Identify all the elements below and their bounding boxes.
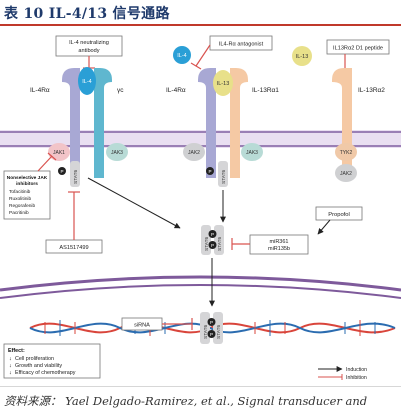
jak-inhibitors-title-1: Nonselective JAK <box>7 175 48 181</box>
jak3-left: JAK3 <box>106 143 128 161</box>
legend-induction: Induction <box>346 367 367 373</box>
legend: Induction Inhibition <box>318 366 367 381</box>
type1-receptor-complex: IL-4 <box>62 67 112 178</box>
jak1-left: JAK1 <box>48 143 70 161</box>
nuclear-envelope <box>0 275 401 299</box>
svg-text:P: P <box>211 232 214 237</box>
il4ra-left-label: IL-4Rα <box>30 87 50 94</box>
svg-text:JAK3: JAK3 <box>246 150 258 156</box>
svg-text:JAK2: JAK2 <box>188 150 200 156</box>
il13ra2-peptide-label: IL13Rα2 D1 peptide <box>333 46 383 52</box>
il4ra-antagonist-label: IL4-Rα antagonist <box>219 42 264 48</box>
il4-neutralizing-antibody-box: IL-4 neutralizing antibody <box>55 35 123 57</box>
stat6-left-docked: STAT6 P <box>58 161 80 187</box>
jak3-mid: JAK3 <box>241 143 263 161</box>
svg-text:STAT6: STAT6 <box>203 324 209 339</box>
il13ra2-peptide-box: IL13Rα2 D1 peptide <box>326 39 390 55</box>
as1517499-box: AS1517499 <box>45 239 103 254</box>
il4-left-label: IL-4 <box>82 79 91 85</box>
effect-3: Efficacy of chemotherapy <box>15 370 76 376</box>
sirna-box: siRNA <box>121 317 163 331</box>
title-divider <box>0 24 401 26</box>
propofol-box: Propofol <box>315 206 363 221</box>
il4ra-antagonist-box: IL4-Rα antagonist <box>209 35 273 51</box>
jak2-mid: JAK2 <box>183 143 205 161</box>
source-caption: 资料来源： Yael Delgado-Ramirez, et al., Sign… <box>0 386 401 417</box>
svg-text:STAT6: STAT6 <box>204 236 210 251</box>
jak2-right: JAK2 <box>335 164 357 182</box>
il4ra-mid-label: IL-4Rα <box>166 87 186 94</box>
stat6-dimer-cytoplasm: STAT6 STAT6 P P <box>201 225 224 255</box>
effect-title: Effect: <box>8 348 25 354</box>
jak-inhibitors-box: Nonselective JAK inhibitors Tofacitinib … <box>3 170 51 220</box>
svg-text:JAK3: JAK3 <box>111 150 123 156</box>
mirna-box: miR361 miR135b <box>249 234 309 255</box>
gamma-c-label: γc <box>117 87 124 94</box>
il4-neutralizing-label-2: antibody <box>78 48 99 54</box>
effect-arrow-1: ↓ <box>9 356 12 362</box>
effect-1: Cell proliferation <box>15 356 54 362</box>
mir361-label: miR361 <box>270 239 289 245</box>
svg-text:P: P <box>210 332 213 337</box>
svg-text:JAK1: JAK1 <box>53 150 65 156</box>
svg-text:STAT6: STAT6 <box>73 169 79 184</box>
il4-il13-pathway-diagram: IL-4 neutralizing antibody IL4-Rα antago… <box>0 35 401 381</box>
jak-inhibitor-2: Ruxolitinib <box>9 196 31 202</box>
il4-mid-ligand: IL-4 <box>173 46 191 64</box>
type2-receptor-complex: IL-13 <box>198 68 248 178</box>
jak-inhibitor-4: Pacritinib <box>9 210 29 216</box>
effect-box: Effect: ↓ Cell proliferation ↓ Growth an… <box>3 343 101 379</box>
effect-arrow-3: ↓ <box>9 370 12 376</box>
figure-title-bar: 表 10 IL-4/13 信号通路 <box>0 0 401 26</box>
svg-text:JAK2: JAK2 <box>340 171 352 177</box>
svg-text:AS1517499: AS1517499 <box>59 245 88 251</box>
effect-2: Growth and viability <box>15 363 62 369</box>
il13-right-ligand: IL-13 <box>292 46 312 66</box>
svg-text:IL-13: IL-13 <box>296 54 309 60</box>
svg-text:P: P <box>210 320 213 325</box>
jak-inhibitor-3: Regorafenib <box>9 203 35 209</box>
il13ra2-receptor <box>332 68 352 178</box>
il4-neutralizing-label-1: IL-4 neutralizing <box>69 40 109 46</box>
stat6-dimer-nucleus: STAT6 STAT6 P P <box>200 312 223 344</box>
il13-mid-label: IL-13 <box>217 81 230 87</box>
svg-text:STAT6: STAT6 <box>221 169 227 184</box>
svg-text:siRNA: siRNA <box>134 323 150 329</box>
svg-text:IL-4: IL-4 <box>177 53 186 59</box>
legend-inhibition: Inhibition <box>346 375 367 381</box>
jak-inhibitor-1: Tofacitinib <box>9 189 31 195</box>
effect-arrow-2: ↓ <box>9 363 12 369</box>
svg-text:P: P <box>211 243 214 248</box>
source-text: 资料来源： Yael Delgado-Ramirez, et al., Sign… <box>4 394 368 408</box>
il13ra2-label: IL-13Rα2 <box>358 87 385 94</box>
stat6-mid-docked: STAT6 P <box>206 161 228 187</box>
mir135b-label: miR135b <box>268 246 290 252</box>
jak-inhibitors-title-2: inhibitors <box>16 181 38 187</box>
svg-text:P: P <box>60 169 63 174</box>
tyk2: TYK2 <box>335 143 357 161</box>
svg-text:P: P <box>208 169 211 174</box>
svg-text:STAT6: STAT6 <box>217 236 223 251</box>
svg-text:TYK2: TYK2 <box>340 150 353 156</box>
il13ra1-label: IL-13Rα1 <box>252 87 279 94</box>
svg-text:Propofol: Propofol <box>328 212 350 218</box>
svg-text:STAT6: STAT6 <box>216 324 222 339</box>
figure-title: 表 10 IL-4/13 信号通路 <box>4 6 170 22</box>
